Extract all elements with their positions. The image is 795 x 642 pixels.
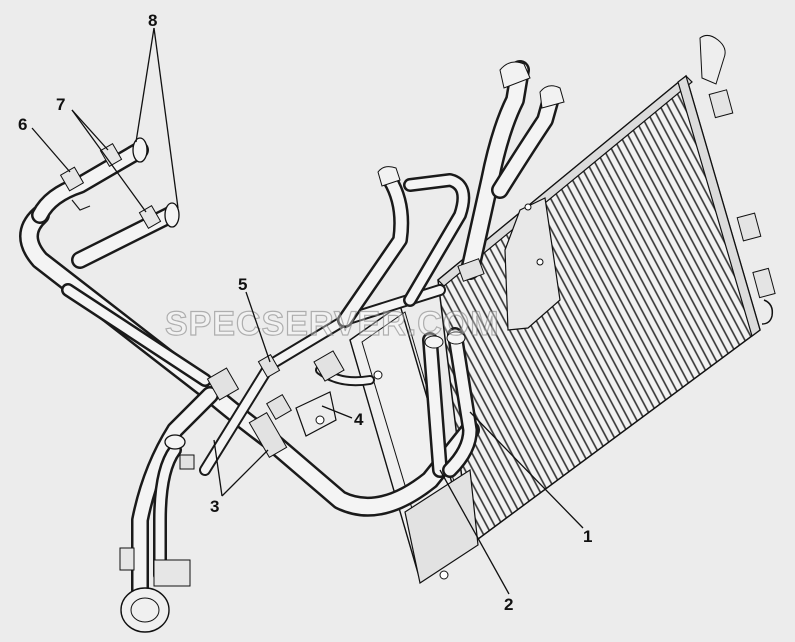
- hose-end: [164, 202, 180, 228]
- hose-end: [539, 85, 565, 109]
- watermark: SPECSERVER.COM: [165, 305, 500, 343]
- radiator-fitting: [699, 34, 726, 85]
- hose-clamp: [153, 559, 191, 587]
- hose-end: [499, 61, 531, 89]
- hose-clamp: [99, 143, 123, 167]
- hose-clamp: [257, 354, 281, 378]
- hose-end: [377, 166, 401, 187]
- hose-clamp: [248, 411, 288, 459]
- callout-5: 5: [238, 275, 247, 294]
- expansion-tank: [120, 587, 170, 633]
- hose-end: [132, 137, 148, 163]
- leader-lines: [31, 27, 584, 595]
- radiator-top-frame: [437, 75, 693, 287]
- callouts: 1 2 3 4 5 6 7 8: [18, 11, 592, 614]
- intercooler-frame: [349, 303, 479, 584]
- callout-6: 6: [18, 115, 27, 134]
- mounting-bracket: [295, 391, 337, 437]
- radiator-bracket: [708, 89, 734, 119]
- callout-3: 3: [210, 497, 219, 516]
- radiator-bracket: [752, 267, 776, 299]
- radiator-right-frame: [677, 74, 761, 338]
- callout-1: 1: [583, 527, 592, 546]
- hose-clamp: [59, 166, 85, 192]
- fittings: [59, 61, 565, 633]
- mounting-plate: [504, 197, 561, 331]
- hose-clamp: [457, 258, 485, 282]
- callout-2: 2: [504, 595, 513, 614]
- callout-4: 4: [354, 410, 364, 429]
- hose-clamp: [138, 205, 162, 229]
- radiator: [437, 34, 776, 547]
- radiator-bracket: [736, 212, 762, 242]
- callout-7: 7: [56, 95, 65, 114]
- hose-clamp: [206, 367, 240, 401]
- callout-8: 8: [148, 11, 157, 30]
